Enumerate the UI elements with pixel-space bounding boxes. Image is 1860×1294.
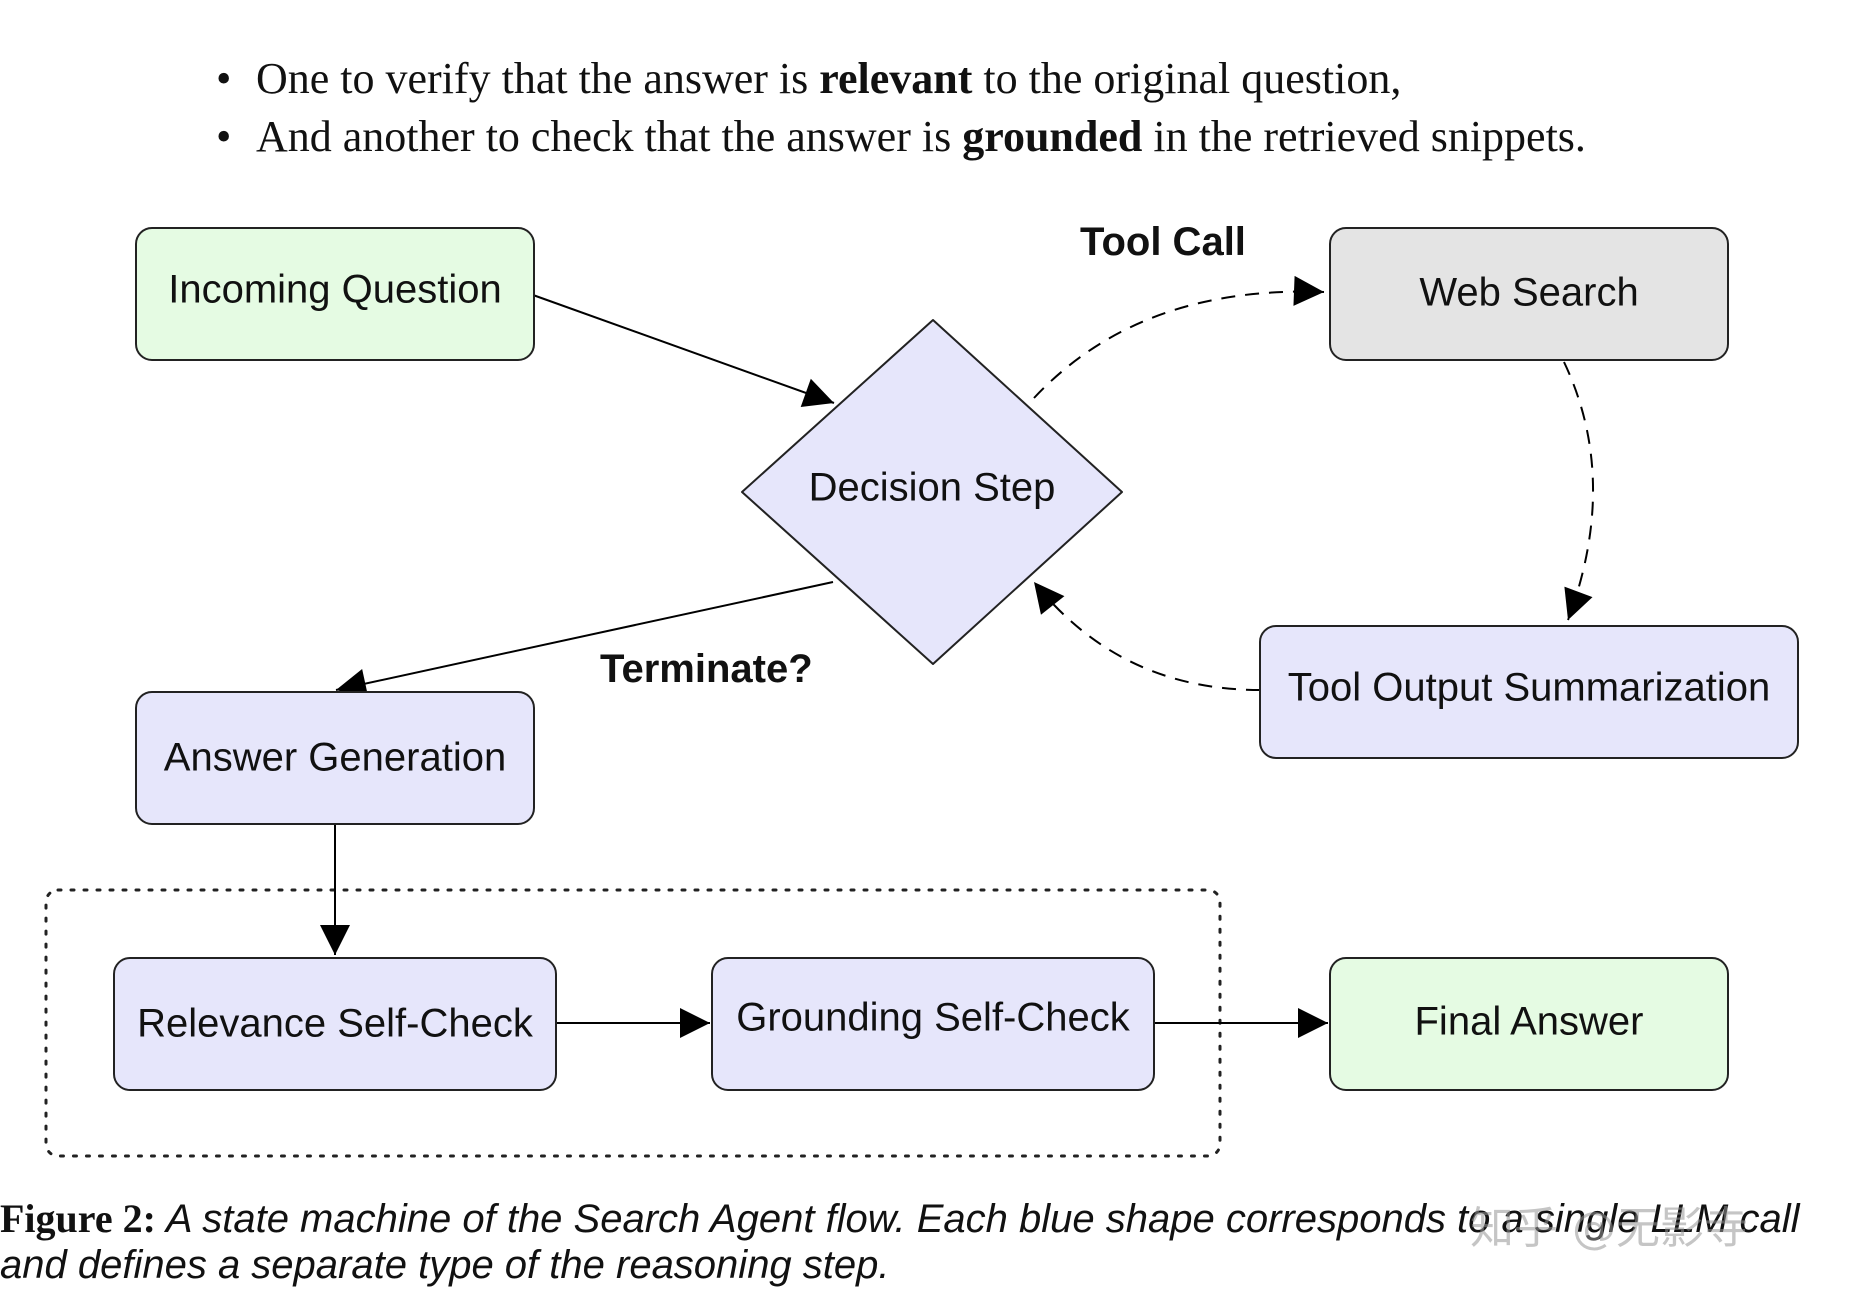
node-incoming-question: Incoming Question: [135, 227, 535, 361]
node-label: Final Answer: [1415, 1000, 1644, 1044]
node-shape: [113, 957, 557, 1091]
figure-caption: Figure 2: A state machine of the Search …: [0, 1196, 1860, 1288]
node-shape: [1259, 625, 1799, 759]
bullet-item-grounded: And another to check that the answer is …: [210, 108, 1586, 166]
node-label: Tool Output Summarization: [1288, 666, 1770, 710]
node-answer-generation: Answer Generation: [135, 691, 535, 825]
node-shape: [1329, 957, 1729, 1091]
node-web-search: Web Search: [1329, 227, 1729, 361]
bullet-text-post: in the retrieved snippets.: [1142, 112, 1586, 161]
node-shape: [1329, 227, 1729, 361]
watermark: 知乎 @无影寺: [1470, 1203, 1748, 1254]
bullet-item-relevance: One to verify that the answer is relevan…: [210, 50, 1586, 108]
node-label: Decision Step: [809, 466, 1056, 510]
node-shape: [135, 227, 535, 361]
node-shape: [711, 957, 1155, 1091]
figure-caption-text: A state machine of the Search Agent flow…: [0, 1197, 1800, 1287]
bullet-list: One to verify that the answer is relevan…: [210, 50, 1586, 166]
edge-websearch-to-summarization: [1563, 361, 1595, 621]
node-label: Incoming Question: [168, 268, 502, 312]
node-grounding-self-check: Grounding Self-Check: [711, 957, 1155, 1091]
bullet-text-pre: And another to check that the answer is: [256, 112, 963, 161]
node-final-answer: Final Answer: [1329, 957, 1729, 1091]
node-shape: [135, 691, 535, 825]
edge-decision-to-answer: [335, 581, 834, 699]
bullet-bold: grounded: [962, 112, 1143, 161]
decision-diamond: [741, 319, 1123, 665]
edge-label-tool-call: Tool Call: [1080, 220, 1246, 264]
node-label: Grounding Self-Check: [736, 996, 1131, 1040]
bullet-text-pre: One to verify that the answer is: [256, 54, 820, 103]
bullet-bold: relevant: [819, 54, 973, 103]
edge-decision-to-websearch: [1033, 275, 1325, 399]
bullet-text-post: to the original question,: [972, 54, 1402, 103]
node-label: Relevance Self-Check: [137, 1002, 534, 1046]
edge-summarization-to-decision: [1033, 581, 1261, 691]
node-tool-output-summarization: Tool Output Summarization: [1259, 625, 1799, 759]
edge-question-to-decision: [532, 294, 835, 407]
node-relevance-self-check: Relevance Self-Check: [113, 957, 557, 1091]
node-label: Answer Generation: [164, 736, 506, 780]
node-label: Web Search: [1419, 271, 1638, 315]
node-decision-step: Decision Step: [741, 319, 1123, 665]
edge-label-terminate: Terminate?: [600, 647, 813, 691]
figure-label: Figure 2:: [0, 1196, 156, 1241]
